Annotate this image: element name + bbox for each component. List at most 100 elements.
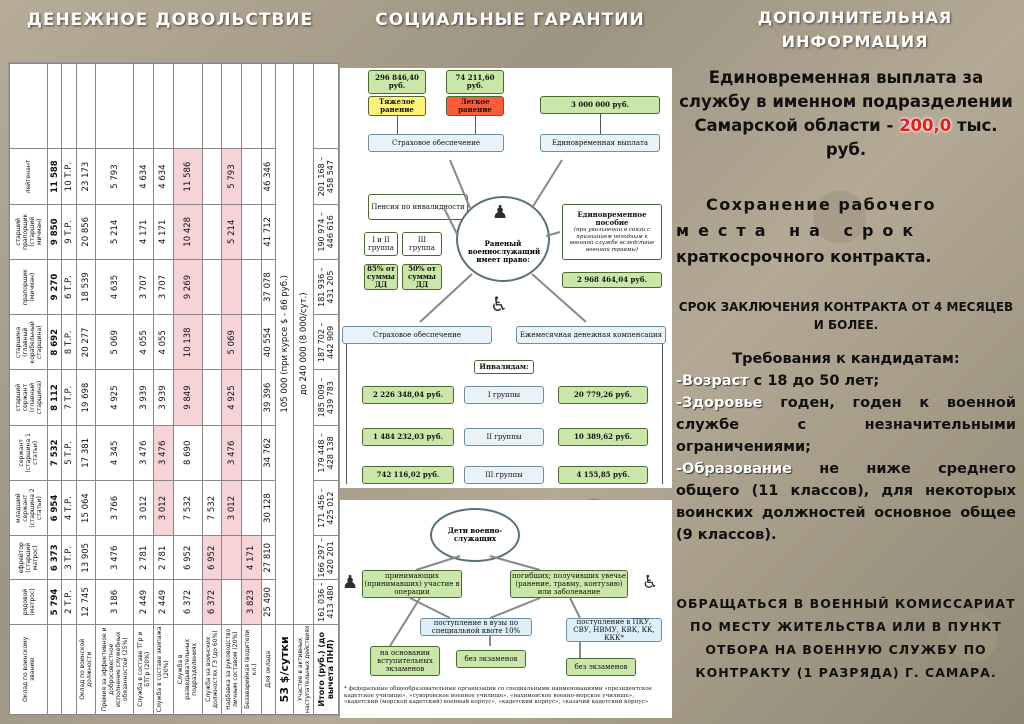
table-cell [241,63,262,149]
table-cell: 25 490 [261,579,276,625]
table-cell: Итого (руб.) (до вычета ПНЛ) [313,624,339,715]
children-label: Дети военно-служащих [447,526,503,543]
table-cell: 40 554 [261,314,276,370]
requirements: Требования к кандидатам: -Возраст с 18 д… [676,348,1016,546]
connector [662,344,663,484]
table-cell: 11 588 [47,148,62,205]
header-info: ДОПОЛНИТЕЛЬНАЯ ИНФОРМАЦИЯ [757,8,953,51]
g2-left: 1 484 232,03 руб. [362,428,454,446]
table-cell: старший прапорщик (старший мичман) [9,204,48,260]
table-cell: 41 712 [261,204,276,260]
severe-wound-amount: 296 846,40 руб. [368,70,426,94]
table-cell [76,63,96,149]
table-cell: 12 745 [76,579,96,625]
table-cell: 39 396 [261,369,276,426]
table-cell: Для оклада [261,624,276,715]
table-cell: 7 532 [47,425,62,481]
table-cell: 3 012 [153,480,174,536]
table-cell: 7 Т.Р. [61,369,77,426]
table-cell: Служба в составе ТГр и БТГр (20%) [133,624,154,715]
table-cell: 171 456 – 425 012 [313,480,339,536]
table-cell [202,369,222,426]
table-cell: до 240 000 (8 000/сут.) [293,63,314,625]
uni-quota: поступление в вузы по специальной квоте … [420,618,532,636]
table-cell: 4 345 [95,425,134,481]
table-cell: 4 Т.Р. [61,480,77,536]
p1-amount: 200,0 [899,116,952,135]
table-cell: прапорщик (мичман) [9,259,48,315]
table-cell: Надбавка за руководство личным составом … [221,624,242,715]
combat-row: Участие в активных наступательных действ… [293,63,314,715]
table-cell [173,63,203,149]
table-cell: 166 297 – 420 201 [313,535,339,580]
table-cell: лейтенант [9,148,48,205]
children-diagram: Дети военно-служащих ♟ ♿ принимающих (пр… [340,500,672,718]
table-cell: 9 849 [173,369,203,426]
soldier-icon: ♟ [492,202,509,223]
table-cell: 2 Т.Р. [61,579,77,625]
allowance-title: Единовременное пособие [577,210,647,227]
wheelchair-icon-2: ♿ [642,572,659,593]
table-cell [61,63,77,149]
center-oval: Раненый военнослужащий имеет право: [456,196,550,282]
table-cell: 10 Т.Р. [61,148,77,205]
connector [346,344,347,484]
table-row: Премия за эффективное и добросовестное и… [95,63,134,715]
table-cell [221,259,242,315]
table-cell: 3 707 [153,259,174,315]
table-cell: 53 $/сутки [275,624,294,715]
group-3: III группа [402,232,442,256]
table-cell [241,314,262,370]
table-cell [241,425,262,481]
group-1-2: I и II группа [364,232,398,256]
table-cell: 3 476 [153,425,174,481]
table-cell: 37 078 [261,259,276,315]
table-cell [202,204,222,260]
g1-label: I группы [464,386,544,404]
table-cell: 3 823 [241,579,262,625]
table-cell [221,579,242,625]
table-cell [133,63,154,149]
table-cell: 3 766 [95,480,134,536]
light-wound-amount: 74 211,60 руб. [446,70,504,94]
table-cell: 30 128 [261,480,276,536]
req-health-val: годен, годен к военной службе с незначит… [676,395,1016,455]
table-cell [241,148,262,205]
with-exams: на основании вступительных экзаменов [370,646,440,676]
table-cell: Служба в составе экипажа (20%) [153,624,174,715]
cadet-schools: поступление в ПКУ, СВУ, НВМУ, КВК, КК, К… [566,618,662,642]
table-cell: 7 532 [202,480,222,536]
monthly-comp: Ежемесячная денежная компенсация [516,326,666,344]
table-cell [202,63,222,149]
connector [397,116,398,134]
table-cell: 10 428 [173,204,203,260]
table-cell [241,369,262,426]
table-cell: Оклад по воинскому званию [9,624,48,715]
table-cell [241,204,262,260]
table-cell: 9 269 [173,259,203,315]
table-cell: 17 381 [76,425,96,481]
table-cell: 6 952 [202,535,222,580]
table-cell [47,63,62,149]
table-cell: 4 055 [133,314,154,370]
req-health-key: -Здоровье [676,395,763,411]
wounded-rights-diagram: 296 846,40 руб. Тяжелое ранение 74 211,6… [340,68,672,488]
insurance-bottom: Страховое обеспечение [342,326,492,344]
table-cell: 2 781 [133,535,154,580]
table-cell: 4 055 [153,314,174,370]
table-cell: 4 171 [153,204,174,260]
footnote: * федеральные общеобразовательные органи… [344,686,653,706]
table-cell: 19 698 [76,369,96,426]
table-row: Надбавка за руководство личным составом … [221,63,242,715]
table-cell: 5 214 [221,204,242,260]
table-cell: 27 810 [261,535,276,580]
branch-fallen: погибших; получивших увечье (ранение, тр… [510,570,628,598]
req-title: Требования к кандидатам: [732,351,960,367]
table-cell: 20 856 [76,204,96,260]
table-cell: 5 794 [47,579,62,625]
children-oval: Дети военно-служащих [430,508,520,562]
